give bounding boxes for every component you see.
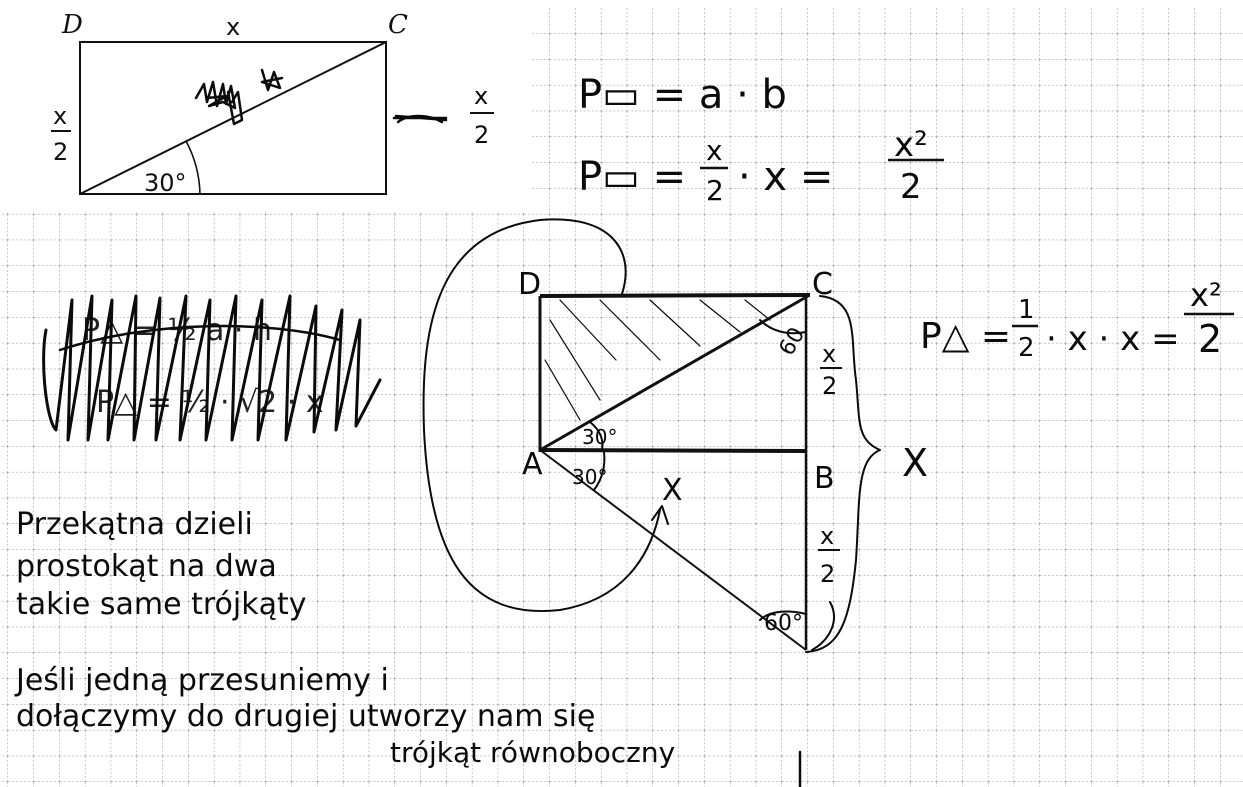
label-C: C	[388, 10, 408, 40]
top-side-x-label: x	[226, 13, 240, 41]
svg-text:2: 2	[1018, 333, 1035, 363]
angle-60-bottom: 60°	[764, 611, 803, 636]
svg-text:· x · x =: · x · x =	[1046, 319, 1180, 359]
explanation-line: Jeśli jedną przesuniemy i	[14, 663, 389, 698]
construction-label-C: C	[812, 267, 833, 302]
svg-text:x: x	[706, 134, 723, 167]
scribbled-out-formula: P△ = ½ a · h P△ = ½ · √2 · x	[42, 294, 382, 442]
explanation-line: takie same trójkąty	[16, 587, 306, 622]
construction-label-D: D	[518, 267, 541, 302]
right-side-upper-fraction: x 2	[820, 340, 842, 400]
svg-text:x: x	[53, 102, 67, 130]
construction-label-X-big: X	[902, 441, 928, 485]
svg-text:P△ =: P△ =	[920, 316, 1011, 357]
svg-text:2: 2	[1198, 317, 1222, 361]
explanation-line: trójkąt równoboczny	[390, 736, 675, 769]
left-side-fraction: x 2	[51, 102, 71, 166]
svg-text:x: x	[822, 340, 836, 368]
svg-text:· x =: · x =	[738, 154, 833, 200]
right-side-fraction: x 2	[470, 82, 494, 149]
construction-label-A: A	[522, 447, 543, 482]
svg-text:2: 2	[706, 174, 724, 207]
svg-text:x²: x²	[1190, 276, 1222, 314]
svg-text:x: x	[474, 82, 488, 110]
svg-text:2: 2	[820, 560, 835, 588]
angle-30-upper: 30°	[582, 425, 617, 449]
area-rectangle-formula: P▭ = a · b P▭ = x 2 · x = x² 2	[578, 72, 944, 207]
svg-text:1: 1	[1018, 295, 1035, 325]
svg-text:x²: x²	[894, 125, 928, 165]
construction-diagram	[422, 218, 881, 653]
svg-text:2: 2	[900, 167, 922, 207]
grid-paper-top-right	[530, 8, 1243, 213]
explanation-line: dołączymy do drugiej utworzy nam się	[16, 699, 595, 734]
printed-rectangle-figure	[79, 41, 387, 195]
construction-label-x-small: X	[662, 473, 683, 508]
explanation-line: prostokąt na dwa	[16, 549, 277, 584]
construction-label-B: B	[814, 461, 835, 496]
angle-30-label: 30°	[144, 169, 187, 197]
angle-30-lower: 30°	[572, 465, 607, 489]
area-triangle-formula: P△ = 1 2 · x · x = x² 2	[920, 276, 1234, 363]
label-D: D	[61, 10, 83, 40]
explanation-line: Przekątna dzieli	[16, 507, 253, 542]
svg-text:P▭ = a · b: P▭ = a · b	[578, 72, 787, 118]
explanation-paragraph-2: Jeśli jedną przesuniemy i dołączymy do d…	[14, 663, 675, 769]
explanation-paragraph-1: Przekątna dzieli prostokąt na dwa takie …	[16, 507, 306, 622]
svg-text:2: 2	[822, 372, 837, 400]
right-side-lower-fraction: x 2	[818, 522, 840, 588]
svg-text:x: x	[820, 522, 834, 550]
svg-text:2: 2	[53, 138, 68, 166]
svg-text:2: 2	[474, 121, 489, 149]
svg-text:P▭ =: P▭ =	[578, 154, 686, 200]
